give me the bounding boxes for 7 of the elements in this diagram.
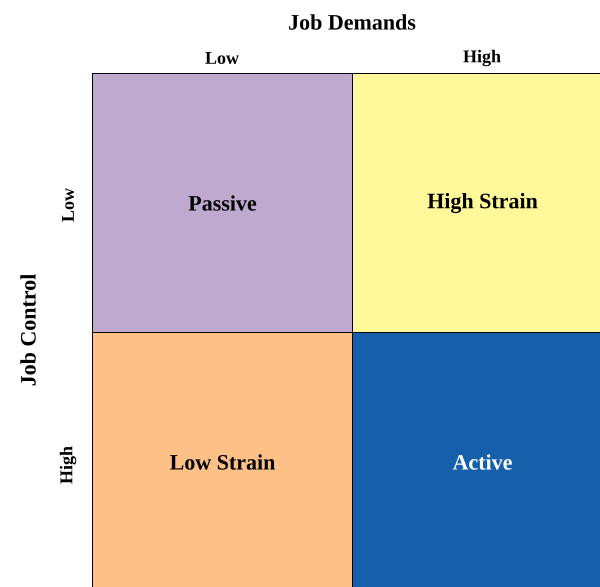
quadrant-box: Low Strain	[92, 332, 353, 587]
axis-title: Job Control	[20, 274, 36, 386]
axis-label: Low	[62, 188, 74, 222]
axis-title: Job Demands	[289, 14, 416, 30]
quadrant-box: Active	[352, 332, 600, 587]
quadrant-box: High Strain	[352, 73, 600, 333]
quadrant-box: Passive	[92, 73, 353, 333]
